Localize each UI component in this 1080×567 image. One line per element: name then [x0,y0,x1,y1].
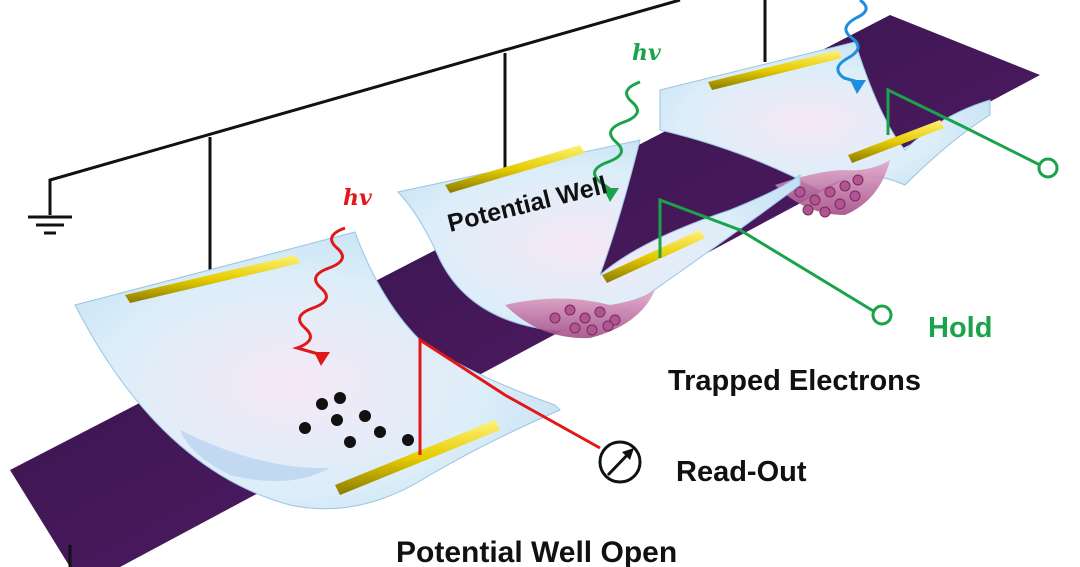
cell-3-electrons [794,174,864,218]
photon-label-red: hv [343,185,372,211]
read-out-wire [418,337,601,455]
read-out-meter-icon [598,440,642,484]
read-out-label: Read-Out [676,456,807,488]
ground-wiring [48,0,767,567]
ground-symbol [28,215,72,235]
cell-1-top-electrode [125,255,300,303]
cell-1-bottom-electrode [335,420,500,495]
hold-terminal-cell-3 [1037,157,1059,179]
cell-2-top-electrode [445,145,585,193]
hold-label: Hold [928,312,992,344]
photon-green [593,80,641,202]
hold-wire-cell-3 [886,87,1041,167]
cell-3-bottom-electrode [848,120,944,163]
photon-red [292,226,346,366]
cell-2-membrane [397,139,801,339]
cell-2-electrons [549,304,621,336]
hold-terminal-cell-2 [871,304,893,326]
photon-blue [836,0,868,94]
cell-1-free-electrons [299,392,414,448]
cell-1-membrane [74,231,561,510]
trapped-electrons-label: Trapped Electrons [668,365,921,397]
cell-3-top-electrode [708,50,842,90]
photon-label-green: hv [632,40,661,66]
hold-wire-cell-2 [658,197,876,314]
potential-well-open-label: Potential Well Open [396,536,677,567]
cell-2-bottom-electrode [602,230,705,283]
